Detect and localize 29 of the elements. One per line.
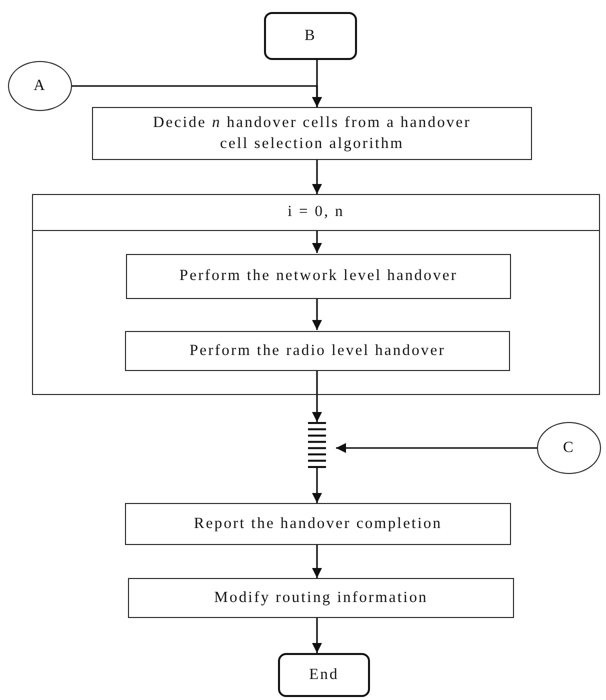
arrow <box>312 468 322 503</box>
arrow <box>312 298 322 330</box>
node-text: Decide n handover cells from a handover cell selection algorithm <box>152 113 472 154</box>
node-text: Perform the network level handover <box>178 266 459 286</box>
arrow <box>312 618 322 653</box>
process-box <box>32 194 600 231</box>
node-text: Modify routing information <box>213 588 429 608</box>
node-text: Perform the radio level handover <box>188 340 447 361</box>
node-text: B <box>304 26 318 46</box>
loop-frame <box>32 230 600 395</box>
sync-bar <box>308 422 326 468</box>
node-text: i = 0, n <box>286 202 346 222</box>
process-box <box>92 107 532 160</box>
terminal-box <box>278 653 370 697</box>
arrow <box>312 370 322 422</box>
process-box <box>125 331 510 371</box>
arrow <box>312 231 322 253</box>
node-text: Report the handover completion <box>192 514 444 534</box>
node-text: End <box>308 664 340 685</box>
process-box <box>128 578 514 618</box>
terminal-box <box>264 12 357 60</box>
arrow <box>72 85 322 107</box>
arrow <box>312 160 322 194</box>
process-box <box>126 254 511 299</box>
arrow <box>312 545 322 578</box>
process-box <box>125 503 511 545</box>
arrow <box>336 443 537 453</box>
node-text: C <box>562 438 576 458</box>
node-text: A <box>32 76 48 96</box>
